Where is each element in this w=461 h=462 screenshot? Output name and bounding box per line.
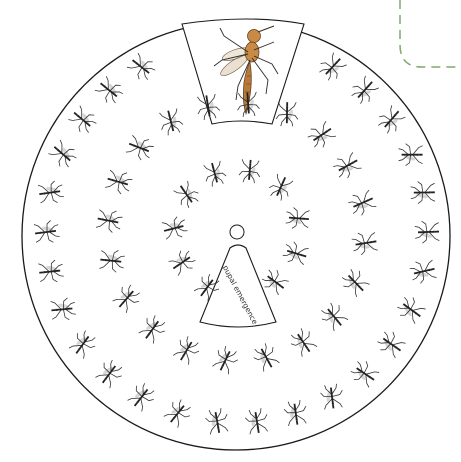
pivot-hole-icon xyxy=(230,225,244,239)
dashed-guide-outline xyxy=(400,0,461,67)
